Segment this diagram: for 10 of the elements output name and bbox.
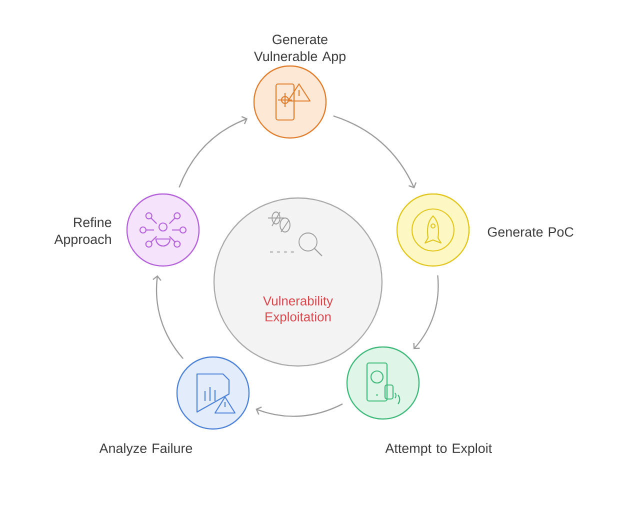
arrow (256, 403, 343, 417)
step-label: Attempt to Exploit (385, 443, 492, 456)
arrow (178, 116, 248, 188)
step-label: Generate Vulnerable App (254, 34, 346, 64)
arrow (413, 275, 439, 350)
arrow (152, 275, 184, 360)
step-label: Analyze Failure (99, 443, 192, 456)
step-label: Generate PoC (488, 227, 574, 237)
arrow (333, 115, 417, 188)
step-label: Refine Approach (54, 217, 112, 247)
